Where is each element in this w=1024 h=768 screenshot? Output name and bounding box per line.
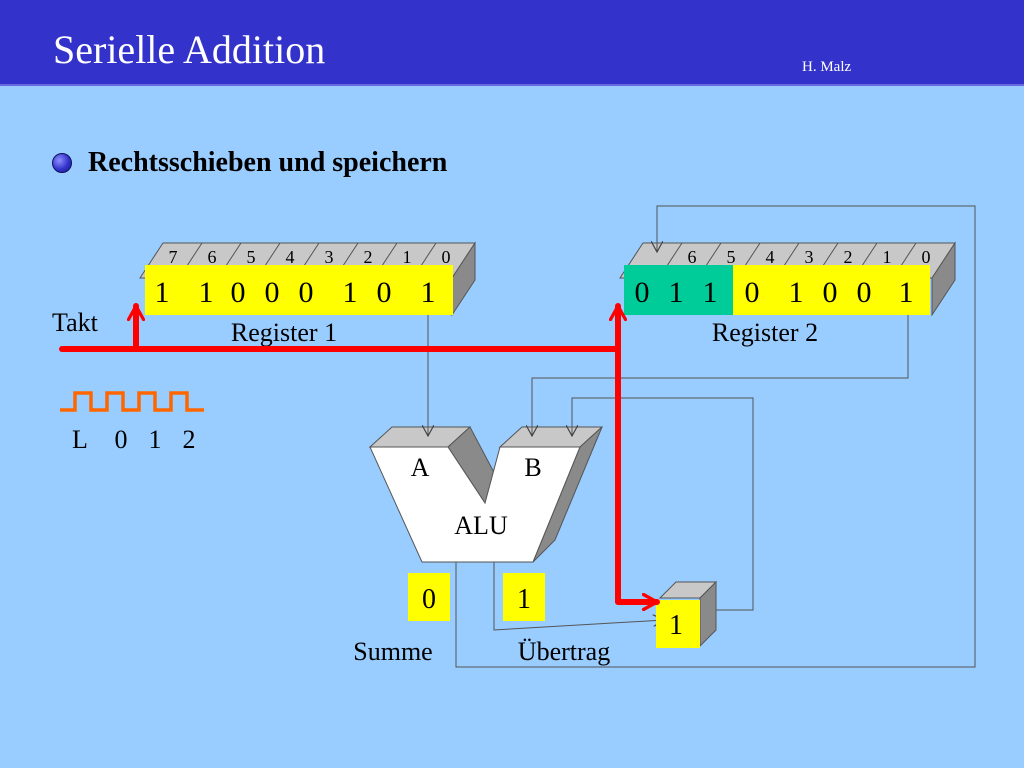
register-1-bit: 0 [299, 276, 314, 309]
register-2-bit-index: 5 [727, 247, 736, 267]
register-1-bit-index: 2 [364, 247, 373, 267]
sum-value-box [408, 573, 450, 621]
alu-input-a-label: A [411, 453, 430, 482]
register-2-bit-index: 4 [766, 247, 775, 267]
register-1-bit-index: 4 [286, 247, 295, 267]
carry-value-box [503, 573, 545, 621]
carry-flipflop-value: 1 [669, 610, 683, 641]
clock-state-0: 0 [115, 425, 128, 454]
register-2-shifted-bits-highlight [624, 265, 733, 315]
alu-label: ALU [454, 511, 508, 540]
register-2-bit: 1 [789, 276, 804, 309]
register-2-bit-index: 1 [883, 247, 892, 267]
carry-flipflop-value-box [656, 600, 700, 648]
data-paths [428, 205, 976, 668]
clock-label: Takt [52, 308, 99, 337]
carry-label: Übertrag [518, 637, 610, 666]
register-1-bit-index: 0 [442, 247, 451, 267]
register-1-bit-index: 6 [208, 247, 217, 267]
register-2-bit: 0 [857, 276, 872, 309]
register-1-bit: 1 [199, 276, 214, 309]
register-2-bit: 0 [823, 276, 838, 309]
alu: A B ALU [368, 426, 604, 563]
register-1-bit-index: 5 [247, 247, 256, 267]
register-2-bit-index: 0 [922, 247, 931, 267]
carry-value: 1 [517, 584, 531, 615]
sum-feedback-line [455, 205, 976, 668]
alu-front-face [369, 446, 581, 563]
carry-feedback-line [572, 397, 754, 611]
register-2-bit-index: 2 [844, 247, 853, 267]
slide-title: Serielle Addition [53, 27, 326, 72]
title-bar [0, 0, 1024, 84]
register-2-bit: 0 [745, 276, 760, 309]
clock-signal-waveform [60, 391, 204, 412]
register-1-bit: 0 [265, 276, 280, 309]
register-2-bit: 0 [635, 276, 650, 309]
register-2-bit: 1 [899, 276, 914, 309]
register-1-bit: 1 [343, 276, 358, 309]
register-2-bit-index: 6 [688, 247, 697, 267]
clock-state-L: L [72, 425, 88, 454]
title-bar-divider [0, 84, 1024, 86]
register-2-bit: 1 [669, 276, 684, 309]
register-2-label: Register 2 [712, 318, 818, 347]
register-2-to-alu-b-line [532, 315, 909, 436]
register-1-bit: 1 [155, 276, 170, 309]
clock-line [59, 303, 660, 602]
bullet-circle-icon [52, 153, 72, 173]
sum-value: 0 [422, 584, 436, 615]
alu-outputs: 0 1 Summe Übertrag [353, 573, 610, 666]
clock-state-1: 1 [149, 425, 162, 454]
register-2-bit: 1 [703, 276, 718, 309]
carry-flipflop: 1 [656, 580, 718, 648]
bullet-text: Rechtsschieben und speichern [88, 147, 448, 178]
register-1-bit: 0 [231, 276, 246, 309]
register-1-label: Register 1 [231, 318, 337, 347]
register-1-bit-index: 1 [403, 247, 412, 267]
clock-to-flipflop-arrow [615, 346, 660, 602]
register-2-bit-box [733, 265, 930, 315]
register-1-bit-index: 3 [325, 247, 334, 267]
clock-state-2: 2 [183, 425, 196, 454]
register-2-side-face [931, 241, 956, 317]
register-1-bit: 0 [377, 276, 392, 309]
register-1-bit-box [145, 265, 453, 315]
slide-author: H. Malz [802, 59, 852, 75]
register-2-bit-index: 3 [805, 247, 814, 267]
sum-label: Summe [353, 637, 432, 666]
alu-input-b-label: B [524, 453, 541, 482]
carry-to-flipflop-line [493, 562, 664, 631]
register-1-bit: 1 [421, 276, 436, 309]
register-1-bit-index: 7 [169, 247, 178, 267]
